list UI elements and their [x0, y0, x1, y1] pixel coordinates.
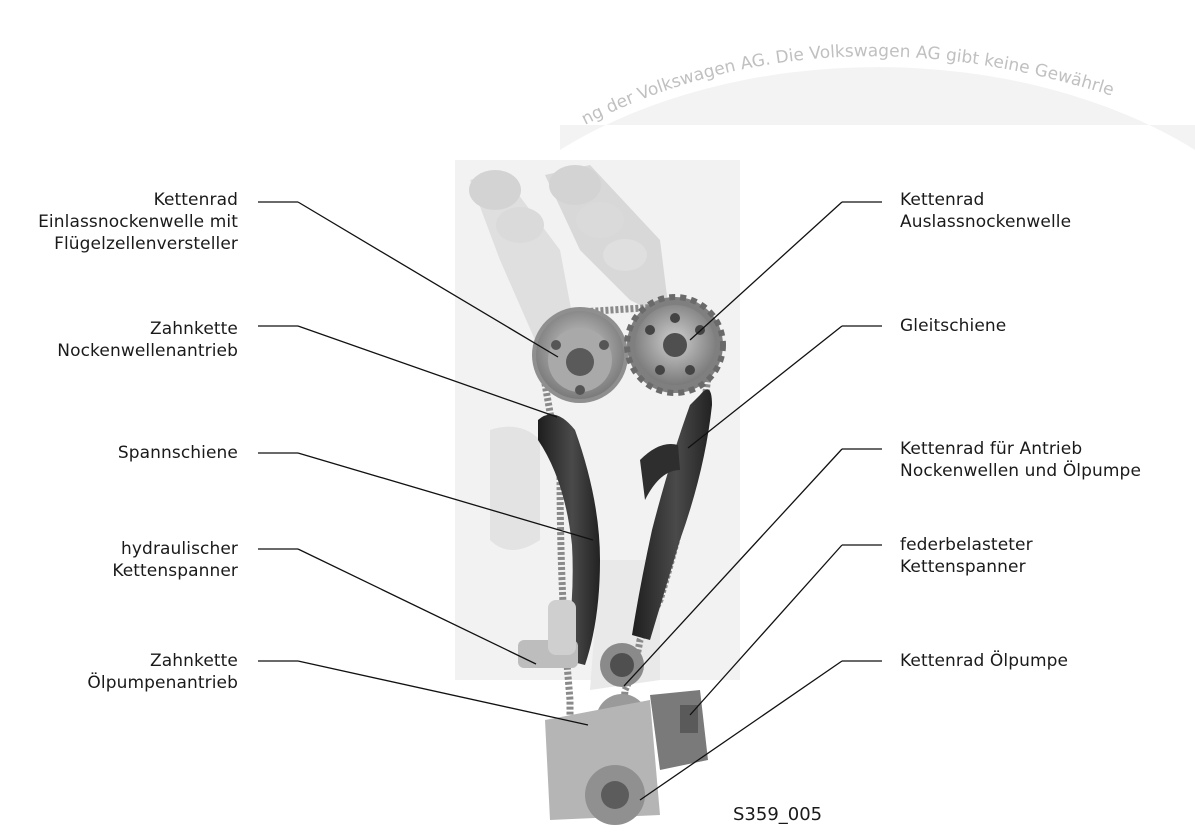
- label-hydraulischer-kettenspanner: hydraulischer Kettenspanner: [112, 538, 238, 582]
- label-zahnkette-nockenwellenantrieb: Zahnkette Nockenwellenantrieb: [57, 318, 238, 362]
- label-zahnkette-oelpumpenantrieb: Zahnkette Ölpumpenantrieb: [87, 650, 238, 694]
- spring-tensioner: [650, 690, 708, 770]
- label-kettenrad-antrieb: Kettenrad für Antrieb Nockenwellen und Ö…: [900, 438, 1141, 482]
- label-kettenrad-auslassnockenwelle: Kettenrad Auslassnockenwelle: [900, 189, 1071, 233]
- exhaust-sprocket: [627, 297, 723, 393]
- label-federbelasteter-kettenspanner: federbelasteter Kettenspanner: [900, 534, 1033, 578]
- label-spannschiene: Spannschiene: [118, 442, 238, 464]
- figure-id: S359_005: [733, 804, 822, 825]
- intake-sprocket: [532, 307, 628, 403]
- label-kettenrad-einlassnockenwelle: Kettenrad Einlassnockenwelle mit Flügelz…: [38, 189, 238, 255]
- watermark: ng der Volkswagen AG. Die Volkswagen AG …: [560, 41, 1195, 150]
- label-gleitschiene: Gleitschiene: [900, 315, 1006, 337]
- label-kettenrad-oelpumpe: Kettenrad Ölpumpe: [900, 650, 1068, 672]
